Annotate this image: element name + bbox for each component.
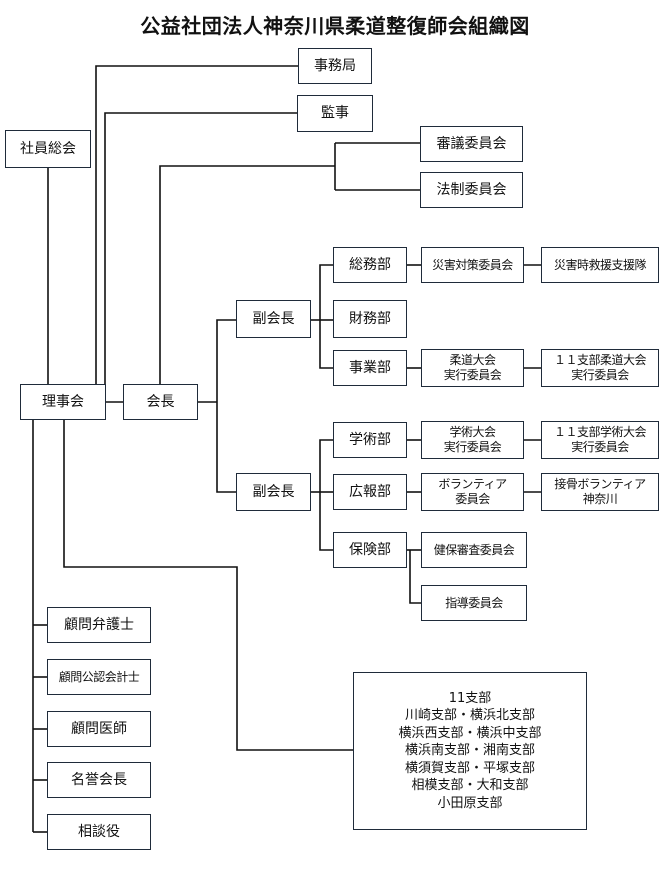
chart-title: 公益社団法人神奈川県柔道整復師会組織図: [140, 14, 530, 38]
vice-president-box-2: 副会長: [236, 473, 311, 511]
advisor-accountant-box: 顧問公認会計士: [47, 659, 151, 695]
branches-box: 11支部 川崎支部・横浜北支部 横浜西支部・横浜中支部 横浜南支部・湘南支部 横…: [353, 672, 587, 830]
auditor-box: 監事: [297, 95, 373, 132]
eleven-branch-judo-committee-box: １１支部柔道大会 実行委員会: [541, 349, 659, 387]
general-meeting-box: 社員総会: [5, 130, 91, 168]
business-dept-box: 事業部: [333, 350, 407, 386]
judo-tournament-committee-box: 柔道大会 実行委員会: [421, 349, 524, 387]
honorary-president-box: 名誉会長: [47, 762, 151, 798]
disaster-committee-box: 災害対策委員会: [421, 247, 524, 283]
counselor-box: 相談役: [47, 814, 151, 850]
insurance-dept-box: 保険部: [333, 532, 407, 568]
secretariat-box: 事務局: [298, 48, 372, 84]
health-insurance-review-committee-box: 健保審査委員会: [421, 532, 527, 568]
advisor-lawyer-box: 顧問弁護士: [47, 607, 151, 643]
general-affairs-dept-box: 総務部: [333, 247, 407, 283]
volunteer-committee-box: ボランティア 委員会: [421, 473, 524, 511]
eleven-branch-academic-committee-box: １１支部学術大会 実行委員会: [541, 421, 659, 459]
finance-dept-box: 財務部: [333, 300, 407, 338]
president-box: 会長: [123, 384, 198, 420]
academic-conference-committee-box: 学術大会 実行委員会: [421, 421, 524, 459]
vice-president-box-1: 副会長: [236, 300, 311, 338]
board-of-directors-box: 理事会: [20, 384, 106, 420]
bonesetter-volunteer-box: 接骨ボランティア 神奈川: [541, 473, 659, 511]
academic-dept-box: 学術部: [333, 422, 407, 458]
advisor-doctor-box: 顧問医師: [47, 711, 151, 747]
guidance-committee-box: 指導委員会: [421, 585, 527, 621]
legislation-committee-box: 法制委員会: [420, 172, 523, 208]
public-relations-dept-box: 広報部: [333, 474, 407, 510]
disaster-relief-team-box: 災害時救援支援隊: [541, 247, 659, 283]
deliberation-committee-box: 審議委員会: [420, 126, 523, 162]
